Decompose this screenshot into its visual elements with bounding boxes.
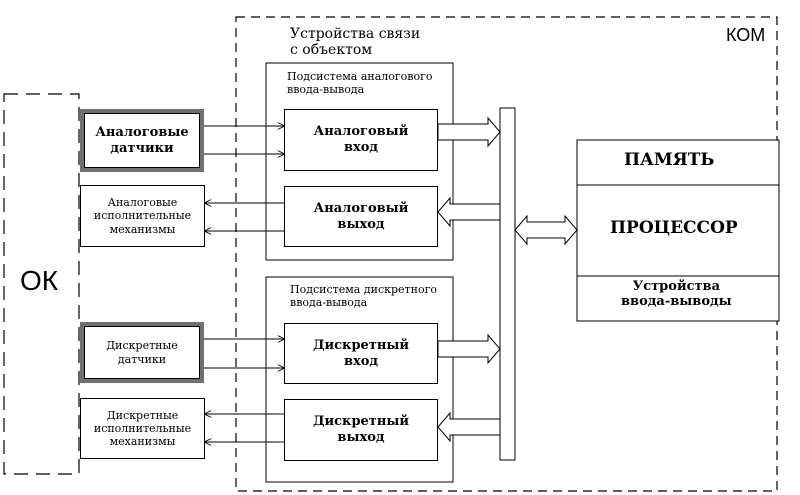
analog-input-box: Аналоговый вход xyxy=(284,109,438,171)
arrow-analog-input-to-bus xyxy=(437,116,501,148)
computer-block xyxy=(576,139,780,322)
discrete-output-box: Дискретный выход xyxy=(284,399,438,461)
arrow-bus-to-discrete-output xyxy=(437,411,501,443)
arrow-bus-computer xyxy=(514,214,578,246)
analog-subsystem-frame xyxy=(265,62,454,261)
system-bus xyxy=(499,107,516,461)
arrow-discrete-input-to-bus xyxy=(437,333,501,365)
processor-label: ПРОЦЕССОР xyxy=(610,218,738,238)
analog-sensors-box: Аналоговые датчики xyxy=(80,109,204,172)
arrow-bus-to-analog-output xyxy=(437,196,501,228)
analog-output-box: Аналоговый выход xyxy=(284,186,438,247)
discrete-subsystem-label: Подсистема дискретного ввода-вывода xyxy=(290,283,437,309)
uso-label: Устройства связи с объектом xyxy=(290,26,421,59)
io-devices-label: Устройства ввода-выводы xyxy=(621,279,732,309)
discrete-actuators-box: Дискретные исполнительные механизмы xyxy=(80,398,205,459)
kom-label: КОМ xyxy=(726,25,766,45)
discrete-sensors-box: Дискретные датчики xyxy=(80,322,204,383)
memory-label: ПАМЯТЬ xyxy=(624,150,715,170)
analog-subsystem-label: Подсистема аналогового ввода-вывода xyxy=(287,70,433,96)
kom-frame xyxy=(235,16,778,492)
ok-label: ОК xyxy=(20,265,59,296)
discrete-input-box: Дискретный вход xyxy=(284,323,438,384)
ok-frame xyxy=(3,93,80,475)
discrete-subsystem-frame xyxy=(265,276,454,483)
analog-actuators-box: Аналоговые исполнительные механизмы xyxy=(80,185,205,247)
